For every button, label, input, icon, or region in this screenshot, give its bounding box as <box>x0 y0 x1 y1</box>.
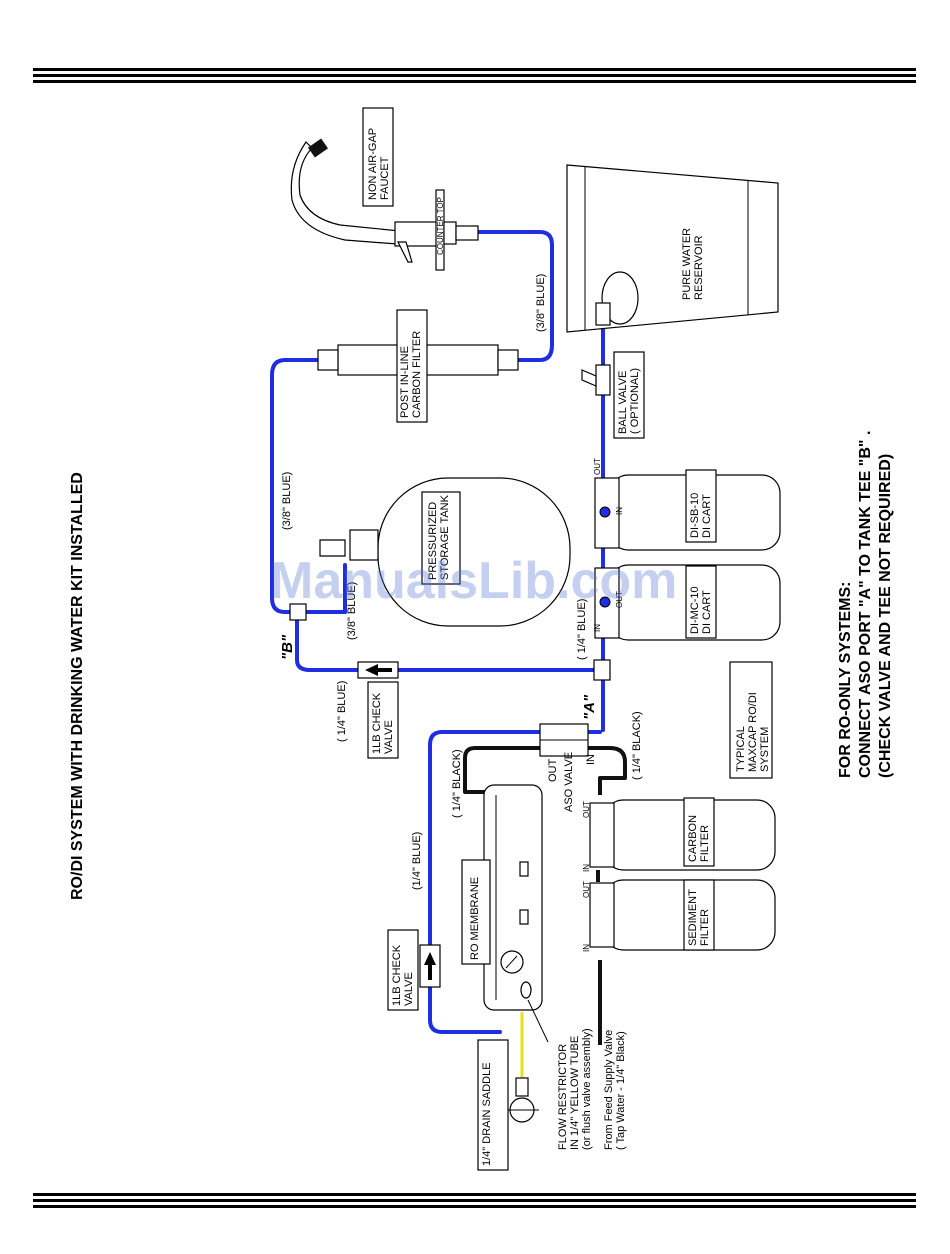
page-title: RO/DI SYSTEM WITH DRINKING WATER KIT INS… <box>69 472 86 900</box>
note-line2: CONNECT ASO PORT "A" TO TANK TEE "B" . <box>857 431 874 778</box>
di-sb-in: IN <box>615 507 624 515</box>
di-mc-label: DI-MC-10DI CART <box>689 586 713 634</box>
aso-in-label: IN <box>585 754 597 765</box>
tube-14-blue-b: ( 1/4" BLUE) <box>336 681 348 742</box>
tee-b <box>289 603 307 621</box>
ball-valve-label: BALL VALVE( OPTIONAL) <box>617 368 641 434</box>
di-mc-cartridge: DI-MC-10DI CART OUT IN <box>593 564 781 641</box>
sediment-in: IN <box>582 944 591 952</box>
header-rule <box>33 68 916 83</box>
flow-restrictor-line: FLOW RESTRICTORIN 1/4" YELLOW TUBE(or fl… <box>557 1028 593 1150</box>
feed-supply-line: From Feed Supply Valve( Tap Water - 1/4"… <box>603 1030 627 1150</box>
port-a-label: "A" <box>581 694 598 720</box>
di-sb-label: DI-SB-10DI CART <box>689 493 713 538</box>
carbon-in: IN <box>582 864 591 872</box>
pure-water-reservoir: PURE WATERRESERVOIR <box>566 164 779 333</box>
system-label: TYPICALMAXCAP RO/DISYSTEM <box>735 692 771 772</box>
tube-14-black-b: ( 1/4" BLACK) <box>451 749 463 818</box>
di-sb-cartridge: DI-SB-10DI CART OUT IN <box>593 458 781 551</box>
faucet-label-line1: NON AIR-GAPFAUCET <box>367 128 391 200</box>
drain-saddle: 1/4" DRAIN SADDLE <box>477 1039 539 1171</box>
carbon-out: OUT <box>582 801 591 818</box>
tank-label: PRESSURIZEDSTORAGE TANK <box>427 494 451 580</box>
di-mc-in: IN <box>593 624 602 632</box>
check-valve-lower-label: 1LB CHECKVALVE <box>391 944 415 1006</box>
check-valve-upper: 1LB CHECKVALVE <box>357 661 399 759</box>
carbon-filter: CARBONFILTER OUT IN <box>582 797 776 872</box>
ro-only-note: FOR RO-ONLY SYSTEMS: CONNECT ASO PORT "A… <box>837 431 894 778</box>
note-line3: (CHECK VALVE AND TEE NOT REQUIRED) <box>877 454 894 778</box>
faucet-label: NON AIR-GAPFAUCET <box>367 128 391 200</box>
countertop-label: COUNTER TOP <box>436 197 445 255</box>
sediment-filter-label: SEDIMENTFILTER <box>687 889 711 946</box>
watermark: ManualsLib.com <box>270 552 677 610</box>
aso-valve-label: ASO VALVE <box>563 752 575 812</box>
post-carbon-filter: POST IN-LINECARBON FILTER <box>317 309 519 423</box>
faucet: COUNTER TOP <box>290 138 479 271</box>
di-mc-out: OUT <box>615 591 624 608</box>
aso-valve: ASO VALVE OUT IN <box>539 723 597 812</box>
feed-supply-label: From Feed Supply Valve( Tap Water - 1/4"… <box>603 1030 627 1150</box>
tube-14-black-a: ( 1/4" BLACK) <box>631 711 643 780</box>
carbon-filter-label: CARBONFILTER <box>687 815 711 862</box>
ball-valve: BALL VALVE( OPTIONAL) <box>581 351 645 439</box>
di-sb-out: OUT <box>593 458 602 475</box>
sediment-out: OUT <box>582 881 591 898</box>
aso-out-label: OUT <box>547 759 559 783</box>
reservoir-label: PURE WATERRESERVOIR <box>681 228 705 300</box>
footer-rule <box>33 1193 916 1208</box>
tube-14-blue-c: (1/4" BLUE) <box>411 832 423 890</box>
tee-a <box>593 659 611 681</box>
flow-restrictor-label: FLOW RESTRICTORIN 1/4" YELLOW TUBE(or fl… <box>557 1028 593 1150</box>
check-valve-upper-label: 1LB CHECKVALVE <box>371 692 395 754</box>
pressurized-storage-tank: PRESSURIZEDSTORAGE TANK <box>319 477 571 627</box>
check-valve-lower: 1LB CHECKVALVE <box>387 929 441 1011</box>
post-filter-label: POST IN-LINECARBON FILTER <box>399 331 423 418</box>
tube-38-blue-c: (3/8" BLUE) <box>346 582 358 640</box>
note-line1: FOR RO-ONLY SYSTEMS: <box>837 582 854 778</box>
ro-membrane-label: RO MEMBRANE <box>469 877 481 960</box>
port-b-label: "B" <box>279 634 296 660</box>
drain-saddle-label: 1/4" DRAIN SADDLE <box>481 1062 493 1166</box>
ro-membrane: RO MEMBRANE <box>461 784 543 1011</box>
faucet-label-box: NON AIR-GAPFAUCET <box>362 107 394 207</box>
tube-38-blue-b: (3/8" BLUE) <box>281 472 293 530</box>
tube-14-blue-a: ( 1/4" BLUE) <box>576 599 588 660</box>
system-label-box: TYPICALMAXCAP RO/DISYSTEM <box>729 661 773 779</box>
tube-38-blue-a: (3/8" BLUE) <box>535 274 547 332</box>
sediment-filter: SEDIMENTFILTER OUT IN <box>582 879 776 952</box>
